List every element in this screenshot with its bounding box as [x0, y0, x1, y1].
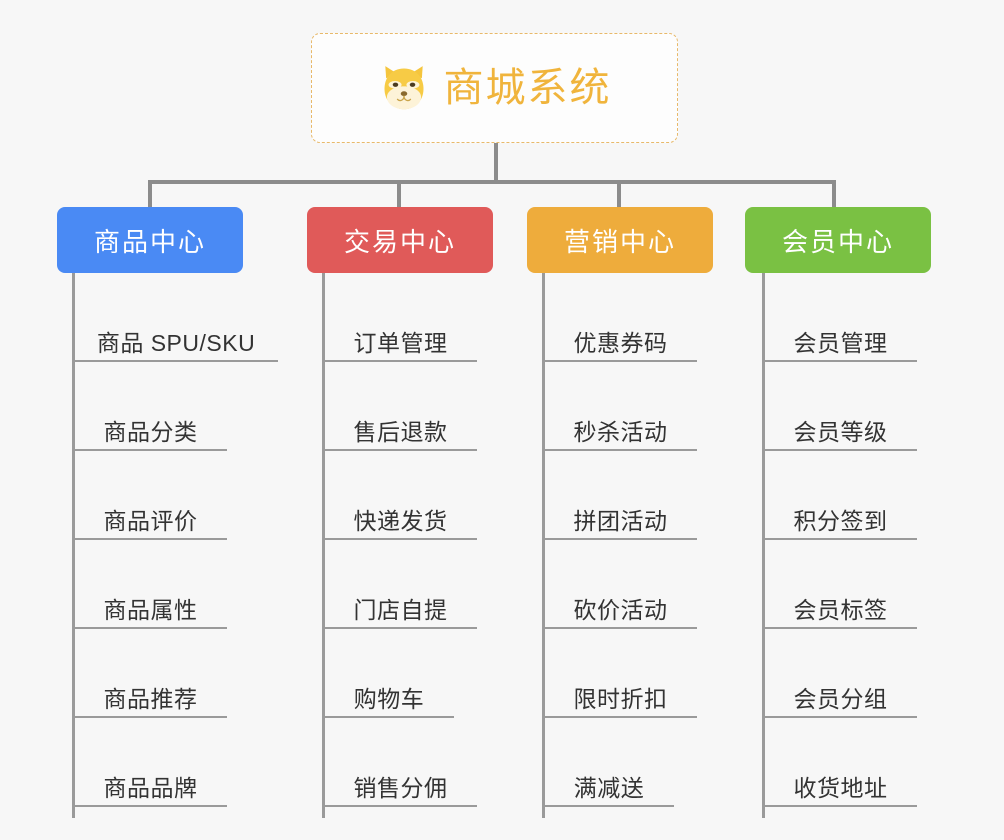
leaf-item[interactable]: 商品属性	[74, 540, 227, 629]
leaf-label: 门店自提	[353, 596, 448, 623]
leaf-label: 砍价活动	[573, 596, 668, 623]
leaf-item[interactable]: 商品品牌	[74, 718, 227, 807]
leaf-label: 秒杀活动	[573, 418, 668, 445]
leaf-label: 满减送	[573, 774, 645, 801]
connector-horizontal-bus	[150, 180, 836, 184]
category-label-2: 交易中心	[343, 226, 456, 257]
leaf-label: 商品品牌	[103, 774, 198, 801]
leaf-label: 售后退款	[353, 418, 448, 445]
leaf-label: 积分签到	[793, 507, 888, 534]
leaf-label: 销售分佣	[353, 774, 448, 801]
leaf-label: 购物车	[353, 685, 425, 712]
leaf-label: 订单管理	[353, 329, 448, 356]
leaf-label: 快递发货	[353, 507, 448, 534]
leaf-item[interactable]: 商品分类	[74, 362, 227, 451]
leaf-label: 商品属性	[103, 596, 198, 623]
category-label-3: 营销中心	[563, 226, 676, 257]
leaf-item[interactable]: 限时折扣	[544, 629, 697, 718]
category-label-1: 商品中心	[93, 226, 206, 257]
category-box-2[interactable]: 交易中心	[307, 207, 493, 273]
category-box-4[interactable]: 会员中心	[745, 207, 931, 273]
leaf-item[interactable]: 销售分佣	[324, 718, 477, 807]
connector-drop-2	[397, 180, 401, 207]
leaf-item[interactable]: 优惠券码	[544, 273, 697, 362]
root-title: 商城系统	[443, 66, 612, 110]
leaf-item[interactable]: 商品评价	[74, 451, 227, 540]
leaf-label: 会员标签	[793, 596, 888, 623]
leaf-item[interactable]: 秒杀活动	[544, 362, 697, 451]
leaf-label: 会员分组	[793, 685, 888, 712]
leaf-item[interactable]: 订单管理	[324, 273, 477, 362]
branch-spine-4	[762, 273, 765, 818]
leaf-item[interactable]: 门店自提	[324, 540, 477, 629]
leaf-label: 商品分类	[103, 418, 198, 445]
shiba-dog-icon	[384, 66, 423, 110]
category-label-4: 会员中心	[781, 226, 894, 257]
leaf-item[interactable]: 会员等级	[764, 362, 917, 451]
branch-spine-3	[542, 273, 545, 818]
leaf-item[interactable]: 商品 SPU/SKU	[74, 273, 278, 362]
leaf-item[interactable]: 购物车	[324, 629, 454, 718]
leaf-item[interactable]: 商品推荐	[74, 629, 227, 718]
leaf-item[interactable]: 会员管理	[764, 273, 917, 362]
connector-drop-4	[832, 180, 836, 207]
leaf-label: 商品推荐	[103, 685, 198, 712]
connector-root-stub	[494, 143, 498, 183]
leaf-item[interactable]: 快递发货	[324, 451, 477, 540]
leaf-label: 商品评价	[103, 507, 198, 534]
branch-spine-1	[72, 273, 75, 818]
leaf-label: 限时折扣	[573, 685, 668, 712]
leaf-item[interactable]: 拼团活动	[544, 451, 697, 540]
leaf-item[interactable]: 收货地址	[764, 718, 917, 807]
leaf-label: 会员管理	[793, 329, 888, 356]
leaf-item[interactable]: 砍价活动	[544, 540, 697, 629]
category-box-1[interactable]: 商品中心	[57, 207, 243, 273]
leaf-item[interactable]: 满减送	[544, 718, 674, 807]
connector-drop-1	[148, 180, 152, 207]
leaf-label: 收货地址	[793, 774, 888, 801]
leaf-label: 会员等级	[793, 418, 888, 445]
leaf-label: 拼团活动	[573, 507, 668, 534]
branch-spine-2	[322, 273, 325, 818]
leaf-item[interactable]: 会员分组	[764, 629, 917, 718]
category-box-3[interactable]: 营销中心	[527, 207, 713, 273]
leaf-label: 商品 SPU/SKU	[96, 329, 256, 356]
leaf-item[interactable]: 积分签到	[764, 451, 917, 540]
leaf-item[interactable]: 会员标签	[764, 540, 917, 629]
leaf-label: 优惠券码	[573, 329, 668, 356]
connector-drop-3	[617, 180, 621, 207]
root-node[interactable]: 商城系统	[311, 33, 678, 143]
leaf-item[interactable]: 售后退款	[324, 362, 477, 451]
